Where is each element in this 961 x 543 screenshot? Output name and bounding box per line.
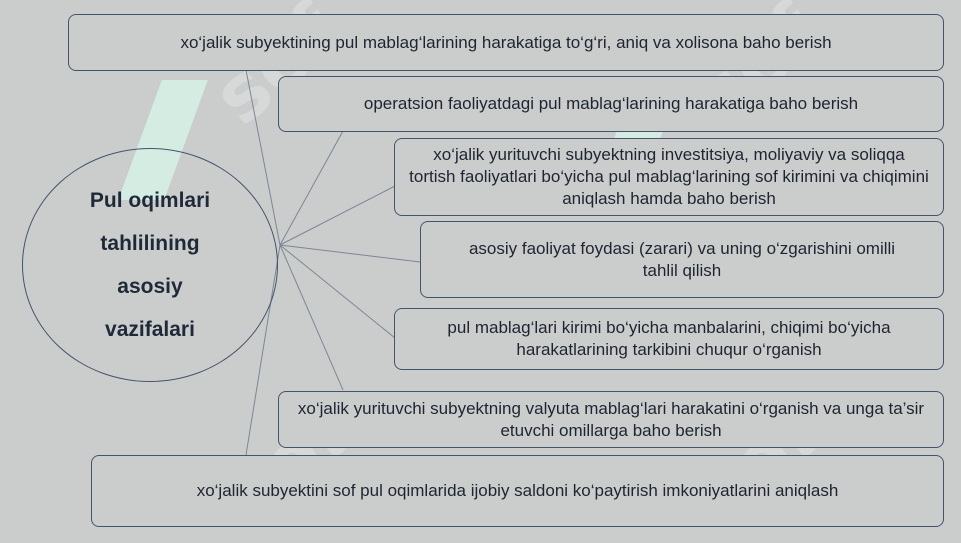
task-text-5: pul mablag‘lari kirimi bo‘yicha manbalar… (447, 318, 891, 359)
task-box-1: xo‘jalik subyektining pul mablag‘larinin… (68, 14, 944, 71)
connector-1 (245, 69, 281, 246)
task-text-7: xo‘jalik subyektini sof pul oqimlarida i… (196, 481, 839, 500)
task-text-4: asosiy faoliyat foydasi (zarari) va unin… (468, 238, 896, 280)
central-topic-oval: Pul oqimlari tahlilining asosiy vazifala… (22, 148, 278, 382)
central-topic-line-1: Pul oqimlari (89, 189, 211, 212)
task-box-3: xo‘jalik yurituvchi subyektning investit… (394, 138, 944, 216)
connector-5 (279, 244, 396, 339)
task-text-3: xo‘jalik yurituvchi subyektning investit… (409, 145, 929, 208)
connector-6 (279, 244, 344, 391)
connector-3 (279, 185, 396, 246)
task-box-2: operatsion faoliyatdagi pul mablag‘larin… (278, 76, 944, 132)
connector-4 (279, 244, 421, 263)
task-box-6: xo‘jalik yurituvchi subyektning valyuta … (278, 391, 944, 448)
task-text-6: xo‘jalik yurituvchi subyektning valyuta … (297, 398, 925, 440)
task-box-4: asosiy faoliyat foydasi (zarari) va unin… (420, 221, 944, 298)
central-topic-title: Pul oqimlari tahlilining asosiy vazifala… (70, 179, 230, 351)
central-topic-line-3: asosiy (117, 275, 183, 298)
task-text-1: xo‘jalik subyektining pul mablag‘larinin… (180, 32, 832, 52)
central-topic-line-4: vazifalari (105, 318, 195, 341)
task-text-2: operatsion faoliyatdagi pul mablag‘larin… (363, 94, 859, 113)
task-box-7: xo‘jalik subyektini sof pul oqimlarida i… (91, 455, 944, 527)
task-box-5: pul mablag‘lari kirimi bo‘yicha manbalar… (394, 308, 944, 370)
connector-2 (279, 130, 344, 246)
central-topic-line-2: tahlilining (100, 232, 200, 255)
